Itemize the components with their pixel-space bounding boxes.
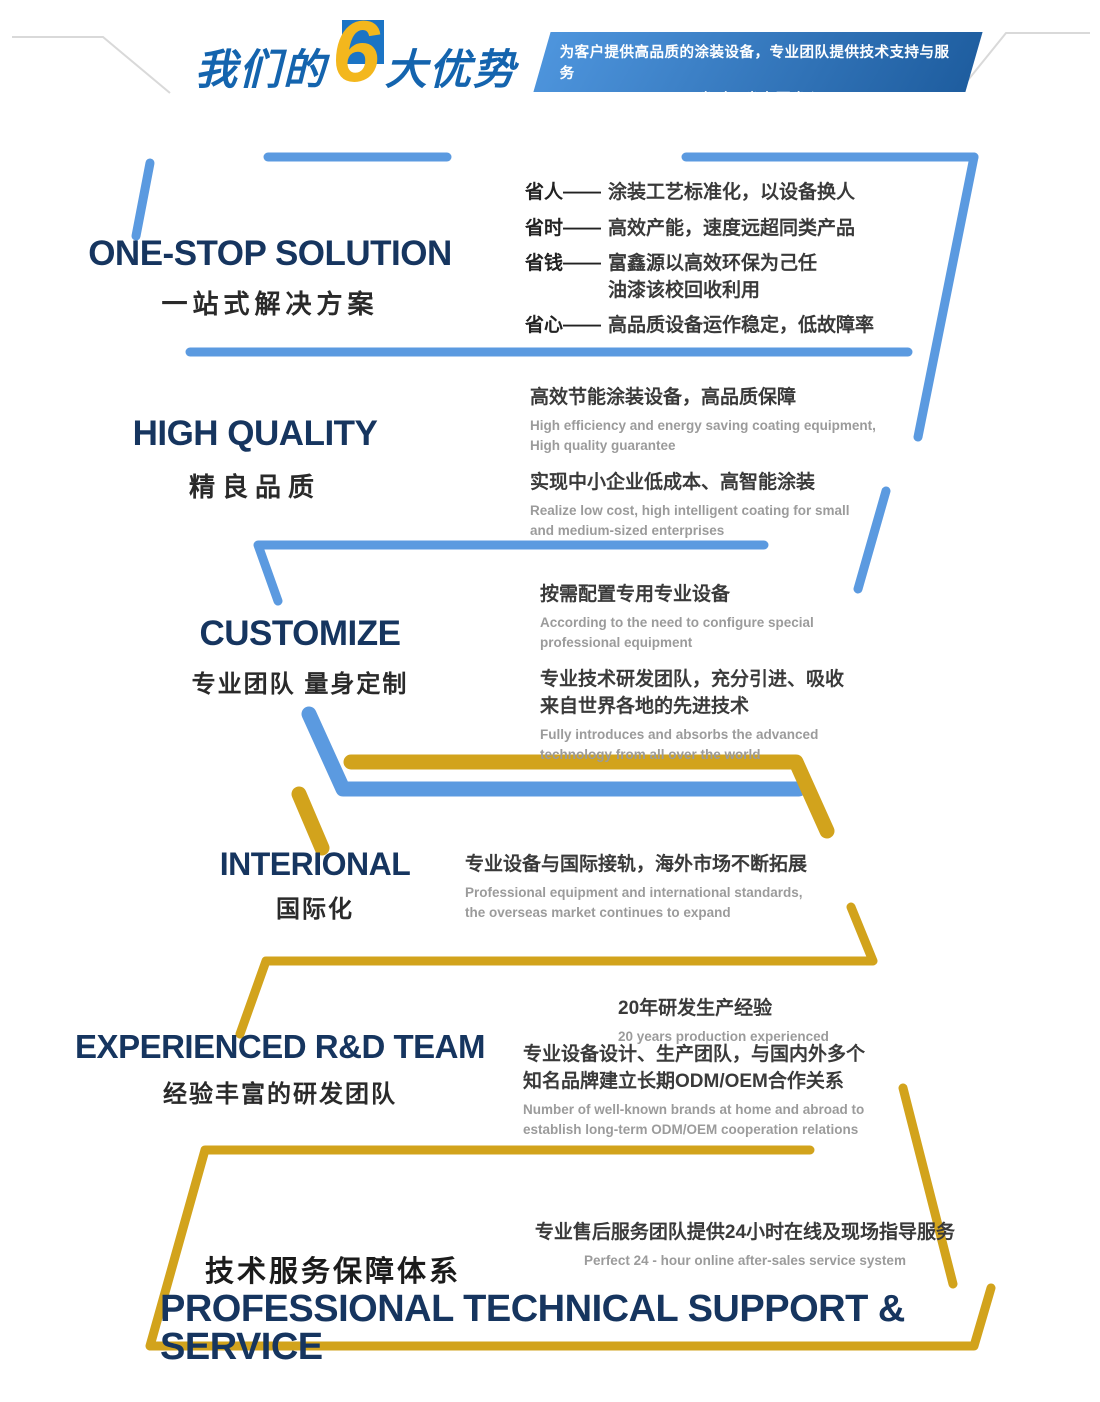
section-title-en: CUSTOMIZE: [199, 614, 401, 653]
benefit-item: 省钱—— 富鑫源以高效环保为己任 油漆该校回收利用: [525, 251, 965, 304]
point-zh: 实现中小企业低成本、高智能涂装: [530, 472, 816, 494]
section-rd-team-title: EXPERIENCED R&D TEAM 经验丰富的研发团队: [55, 1030, 505, 1109]
section-high-quality-content: 高效节能涂装设备，高品质保障 High efficiency and energ…: [530, 385, 950, 540]
section-interional-content: 专业设备与国际接轨，海外市场不断拓展 Professional equipmen…: [465, 852, 905, 922]
section-customize-content: 按需配置专用专业设备 According to the need to conf…: [540, 582, 940, 764]
page-title-number: 6: [332, 4, 384, 100]
page-title-suffix: 大优势: [384, 46, 517, 93]
section-title-en: ONE-STOP SOLUTION: [88, 234, 452, 273]
section-title-zh: 经验丰富的研发团队: [163, 1081, 397, 1108]
benefit-label: 省心——: [525, 315, 602, 337]
point-zh: 20年研发生产经验: [618, 998, 773, 1019]
section-interional-title: INTERIONAL 国际化: [170, 848, 460, 924]
benefit-label: 省时——: [525, 217, 602, 239]
section-title-en: EXPERIENCED R&D TEAM: [75, 1028, 485, 1065]
benefit-item: 省时—— 高效产能，速度远超同类产品: [525, 216, 965, 243]
point-en: Number of well-known brands at home and …: [523, 1101, 865, 1137]
section-one-stop-solution-title: ONE-STOP SOLUTION 一站式解决方案: [80, 236, 460, 321]
benefit-text: 高效产能，速度远超同类产品: [608, 217, 856, 239]
section-support-title-en: PROFESSIONAL TECHNICAL SUPPORT & SERVICE: [160, 1288, 905, 1368]
benefit-item: 省人—— 涂装工艺标准化，以设备换人: [525, 180, 965, 207]
point: 专业设备与国际接轨，海外市场不断拓展 Professional equipmen…: [465, 852, 905, 922]
point: 按需配置专用专业设备 According to the need to conf…: [540, 582, 940, 652]
section-one-stop-solution-content: 省人—— 涂装工艺标准化，以设备换人 省时—— 高效产能，速度远超同类产品 省钱…: [525, 180, 965, 349]
point: 专业设备设计、生产团队，与国内外多个 知名品牌建立长期ODM/OEM合作关系 N…: [523, 1042, 953, 1139]
point: 专业售后服务团队提供24小时在线及现场指导服务 Perfect 24 - hou…: [510, 1220, 980, 1271]
point-en: 20 years production experienced: [618, 1028, 829, 1044]
benefit-item: 省心—— 高品质设备运作稳定，低故障率: [525, 313, 965, 340]
section-title-zh: 精良品质: [188, 472, 321, 502]
benefit-text: 涂装工艺标准化，以设备换人: [608, 182, 856, 203]
point: 专业技术研发团队，充分引进、吸收 来自世界各地的先进技术 Fully intro…: [540, 667, 940, 764]
benefit-label: 省钱——: [525, 253, 602, 275]
point: 实现中小企业低成本、高智能涂装 Realize low cost, high i…: [530, 470, 950, 540]
point-zh: 专业技术研发团队，充分引进、吸收 来自世界各地的先进技术: [540, 669, 845, 718]
point-en: Professional equipment and international…: [465, 884, 803, 920]
page-title: 我们的 6 大优势: [195, 4, 517, 100]
point-zh: 专业设备设计、生产团队，与国内外多个 知名品牌建立长期ODM/OEM合作关系: [523, 1044, 866, 1092]
header-banner-text: 为客户提供高品质的涂装设备，专业团队提供技术支持与服务 省时、省力更省心: [540, 32, 972, 109]
point: 高效节能涂装设备，高品质保障 High efficiency and energ…: [530, 385, 950, 455]
page-title-prefix: 我们的: [195, 46, 328, 93]
point-en: According to the need to configure speci…: [540, 614, 814, 650]
benefit-label: 省人——: [525, 182, 602, 203]
section-title-zh: 国际化: [276, 896, 354, 923]
point-zh: 专业设备与国际接轨，海外市场不断拓展: [465, 854, 808, 875]
point-zh: 高效节能涂装设备，高品质保障: [530, 387, 797, 408]
banner-line1: 为客户提供高品质的涂装设备，专业团队提供技术支持与服务: [559, 45, 950, 82]
point-zh: 专业售后服务团队提供24小时在线及现场指导服务: [534, 1222, 956, 1243]
section-title-en: HIGH QUALITY: [132, 414, 378, 453]
point-en: Fully introduces and absorbs the advance…: [540, 727, 819, 762]
section-rd-team-content-odm: 专业设备设计、生产团队，与国内外多个 知名品牌建立长期ODM/OEM合作关系 N…: [523, 1042, 953, 1139]
section-rd-team-content-experience: 20年研发生产经验 20 years production experience…: [618, 996, 948, 1047]
point: 20年研发生产经验 20 years production experience…: [618, 996, 948, 1047]
section-title-en: INTERIONAL: [219, 846, 411, 882]
section-title-zh: 专业团队 量身定制: [191, 671, 409, 698]
section-support-title-zh: 技术服务保障体系: [205, 1256, 462, 1288]
section-title-zh: 一站式解决方案: [161, 289, 379, 319]
point-en: Perfect 24 - hour online after-sales ser…: [584, 1252, 906, 1268]
point-en: High efficiency and energy saving coatin…: [530, 417, 876, 453]
banner-line2: 省时、省力更省心: [698, 92, 823, 108]
benefit-text: 富鑫源以高效环保为己任 油漆该校回收利用: [608, 253, 818, 301]
point-en: Realize low cost, high intelligent coati…: [530, 503, 850, 538]
benefit-text: 高品质设备运作稳定，低故障率: [608, 315, 875, 337]
section-support-content: 专业售后服务团队提供24小时在线及现场指导服务 Perfect 24 - hou…: [510, 1220, 980, 1271]
section-high-quality-title: HIGH QUALITY 精良品质: [90, 416, 420, 504]
section-customize-title: CUSTOMIZE 专业团队 量身定制: [130, 616, 470, 699]
header-banner: 为客户提供高品质的涂装设备，专业团队提供技术支持与服务 省时、省力更省心: [533, 32, 983, 108]
point-zh: 按需配置专用专业设备: [540, 584, 731, 605]
